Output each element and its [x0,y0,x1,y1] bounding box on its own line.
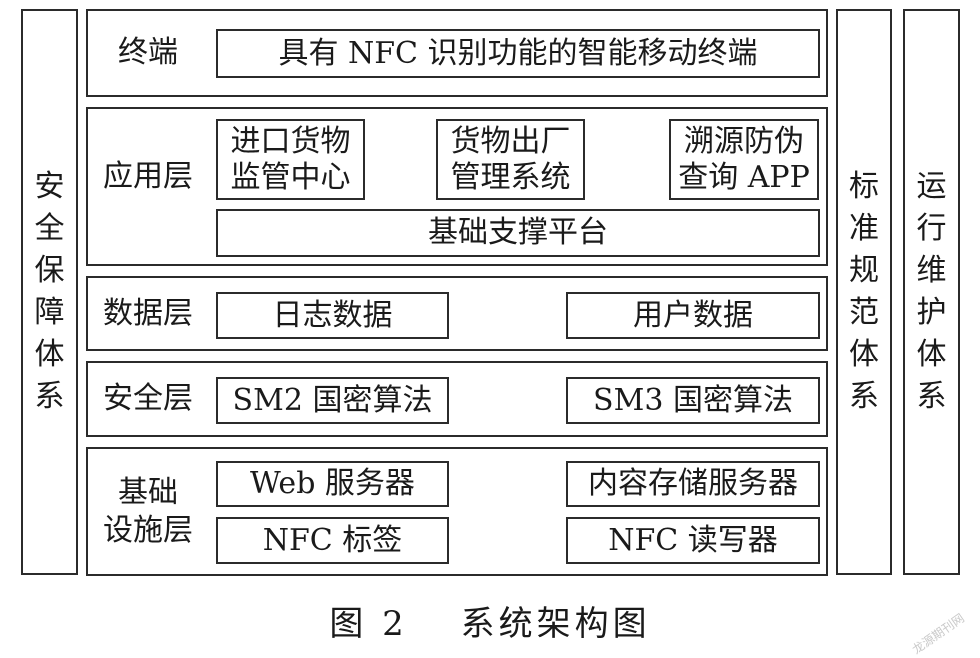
security-layer [86,361,828,437]
operations-pillar [903,9,960,575]
figure-caption: 图 2 系统架构图 [329,604,651,644]
terminal-item: 具有 NFC 识别功能的智能移动终端 [216,29,820,78]
import-goods-center: 进口货物 监管中心 [216,119,365,200]
standards-label: 标 准 规 范 体 系 [849,169,879,414]
sm3-algorithm: SM3 国密算法 [566,377,820,424]
nfc-reader: NFC 读写器 [566,517,820,564]
nfc-tag: NFC 标签 [216,517,449,564]
terminal-layer-label: 终端 [118,35,178,71]
sm2-algorithm: SM2 国密算法 [216,377,449,424]
base-support-platform: 基础支撑平台 [216,209,820,257]
security-assurance-label: 安 全 保 障 体 系 [34,169,65,414]
security-assurance-pillar [21,9,78,575]
log-data: 日志数据 [216,292,449,339]
terminal-layer [86,9,828,97]
infrastructure-layer-label: 基础 设施层 [103,475,193,548]
web-server: Web 服务器 [216,461,449,507]
goods-outbound-system: 货物出厂 管理系统 [436,119,585,200]
standards-pillar [836,9,892,575]
content-storage-server: 内容存储服务器 [566,461,820,507]
traceability-app: 溯源防伪 查询 APP [669,119,819,200]
data-layer-label: 数据层 [103,295,193,331]
infrastructure-layer [86,447,828,576]
security-layer-label: 安全层 [103,381,193,417]
application-layer-label: 应用层 [103,159,193,195]
operations-label: 运 行 维 护 体 系 [916,169,947,414]
user-data: 用户数据 [566,292,820,339]
application-layer [86,107,828,266]
